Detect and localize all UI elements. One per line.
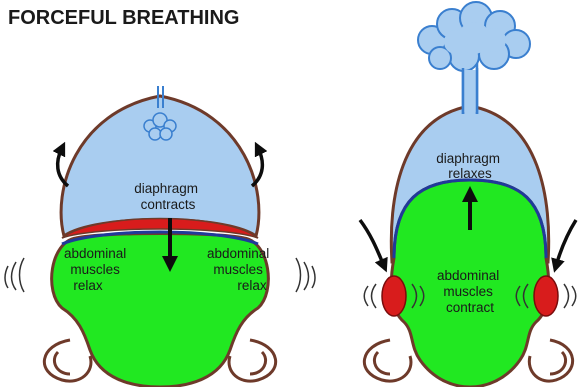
left-diaphragm-label: diaphragm contracts (134, 181, 202, 212)
left-leg-left-inner (54, 352, 70, 374)
right-muscle-left (382, 276, 406, 316)
right-squeeze-arrow-left (360, 220, 384, 266)
right-abdominal-label: abdominal muscles contract (437, 268, 503, 315)
right-large-air-cloud (418, 2, 530, 71)
left-relax-wiggles-left (5, 258, 24, 292)
left-leg-right-inner (250, 352, 266, 374)
left-relax-wiggles-right (296, 258, 315, 292)
left-torso: diaphragm contracts abdominal muscles re… (5, 86, 315, 387)
right-torso: diaphragm relaxes abdominal muscles cont… (360, 2, 576, 387)
right-muscle-right (534, 276, 558, 316)
diagram-title: FORCEFUL BREATHING (8, 7, 239, 29)
right-squeeze-arrow-right (556, 220, 576, 266)
